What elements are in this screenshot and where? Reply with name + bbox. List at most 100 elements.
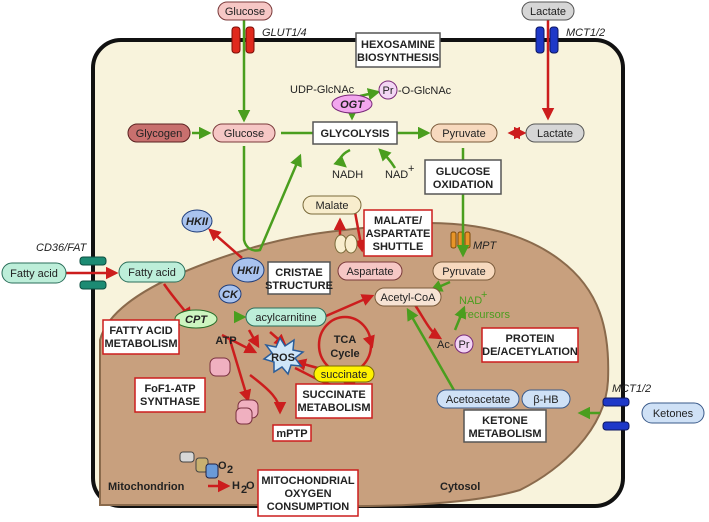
mpt-label: MPT bbox=[473, 240, 498, 252]
glycogen-node: Glycogen bbox=[127, 123, 191, 143]
malate-aspartate-box: MALATE/ ASPARTATE SHUTTLE bbox=[363, 209, 433, 257]
node-label: ASPARTATE bbox=[366, 228, 431, 240]
aspartate-node: Aspartate bbox=[337, 261, 403, 281]
node-label: Ac- bbox=[437, 339, 454, 351]
node-label: CRISTAE bbox=[275, 267, 322, 279]
node-label: Acetoacetate bbox=[446, 394, 510, 406]
lactate-node: Lactate bbox=[525, 123, 585, 143]
node-label: + bbox=[408, 163, 414, 175]
cpt-enzyme: CPT bbox=[174, 309, 218, 329]
mct-transporter-bottom bbox=[602, 397, 630, 431]
node-label: Glycogen bbox=[136, 128, 182, 140]
node-label: Pyruvate bbox=[442, 128, 485, 140]
malate-aspartate-carrier bbox=[334, 234, 358, 254]
succinate-node: succinate bbox=[313, 365, 375, 383]
node-label: 2 bbox=[227, 464, 233, 476]
node-label: NAD bbox=[459, 295, 482, 307]
node-label: KETONE bbox=[482, 415, 528, 427]
node-label: METABOLISM bbox=[468, 428, 541, 440]
node-label: Pr bbox=[383, 85, 394, 97]
node-label: succinate bbox=[321, 369, 367, 381]
node-label: ATP bbox=[215, 335, 236, 347]
electron-transport: O 2 H 2 O bbox=[179, 451, 255, 496]
acylcarnitine-node: acylcarnitine bbox=[245, 307, 327, 327]
succinate-metabolism-box: SUCCINATE METABOLISM bbox=[295, 383, 373, 419]
node-label: Fatty acid bbox=[128, 267, 176, 279]
cristae-box: CRISTAE STRUCTURE bbox=[265, 261, 333, 295]
node-label: O bbox=[218, 460, 227, 472]
ogt-enzyme: OGT bbox=[331, 94, 373, 114]
protein-acetylation-box: PROTEIN DE/ACETYLATION bbox=[481, 327, 579, 363]
glut-label: GLUT1/4 bbox=[262, 27, 307, 39]
external-lactate: Lactate bbox=[521, 1, 575, 21]
node-label: TCA bbox=[334, 334, 357, 346]
node-label: Lactate bbox=[530, 6, 566, 18]
external-fatty-acid: Fatty acid bbox=[1, 262, 67, 284]
node-label: -O-GlcNAc bbox=[398, 85, 452, 97]
mptp-pore: mPTP bbox=[235, 407, 312, 442]
glucose-oxidation-box: GLUCOSE OXIDATION bbox=[424, 159, 502, 195]
glucose-node: Glucose bbox=[212, 123, 276, 143]
node-label: 2 bbox=[241, 484, 247, 496]
ketone-metabolism-box: KETONE METABOLISM bbox=[463, 409, 547, 443]
node-label: Fatty acid bbox=[10, 268, 58, 280]
external-ketones: Ketones bbox=[641, 402, 705, 424]
hkii-cytosol-enzyme: HKII bbox=[181, 209, 213, 233]
node-label: CONSUMPTION bbox=[267, 501, 350, 513]
glycolysis-box: GLYCOLYSIS bbox=[312, 121, 398, 145]
node-label: OXYGEN bbox=[284, 488, 331, 500]
fatty-acid-metabolism-box: FATTY ACID METABOLISM bbox=[102, 319, 180, 355]
node-label: Aspartate bbox=[346, 266, 393, 278]
node-label: DE/ACETYLATION bbox=[482, 346, 578, 358]
node-label: FoF1-ATP bbox=[144, 383, 195, 395]
node-label: β-HB bbox=[533, 394, 558, 406]
node-label: mPTP bbox=[276, 428, 307, 440]
node-label: + bbox=[481, 289, 487, 301]
node-label: H bbox=[232, 480, 240, 492]
node-label: SUCCINATE bbox=[302, 389, 365, 401]
o-glcnac-protein: Pr -O-GlcNAc bbox=[378, 80, 452, 100]
node-label: Ketones bbox=[653, 408, 694, 420]
external-glucose: Glucose bbox=[217, 1, 273, 21]
node-label: O bbox=[246, 480, 255, 492]
ck-enzyme: CK bbox=[218, 284, 242, 304]
node-label: MITOCHONDRIAL bbox=[261, 475, 355, 487]
fof1-box: FoF1-ATP SYNTHASE bbox=[134, 377, 206, 413]
pyruvate-node: Pyruvate bbox=[430, 123, 498, 143]
tca-cycle: TCA Cycle bbox=[330, 334, 359, 360]
nad-plus-label: NAD + bbox=[385, 163, 414, 181]
node-label: Lactate bbox=[537, 128, 573, 140]
malate-node: Malate bbox=[302, 195, 362, 215]
fatty-acid-cytosol-node: Fatty acid bbox=[118, 261, 186, 283]
mitochondrion-label: Mitochondrion bbox=[108, 481, 185, 493]
node-label: OXIDATION bbox=[433, 179, 493, 191]
nad-precursors-label: NAD + precursors bbox=[458, 289, 510, 321]
node-label: MALATE/ bbox=[374, 215, 422, 227]
node-label: Glucose bbox=[225, 6, 265, 18]
cd36-transporter bbox=[79, 256, 107, 290]
acetylated-protein: Ac- Pr bbox=[437, 334, 474, 354]
nadh-label: NADH bbox=[332, 169, 363, 181]
node-label: Acetyl-CoA bbox=[380, 292, 436, 304]
node-label: SYNTHASE bbox=[140, 396, 200, 408]
node-label: HEXOSAMINE bbox=[361, 39, 435, 51]
node-label: HKII bbox=[237, 265, 260, 277]
mct-top-label: MCT1/2 bbox=[566, 27, 605, 39]
node-label: METABOLISM bbox=[104, 338, 177, 350]
cd36-label: CD36/FAT bbox=[36, 242, 88, 254]
ros-label: ROS bbox=[271, 352, 295, 364]
mct-bottom-label: MCT1/2 bbox=[612, 383, 651, 395]
node-label: GLUCOSE bbox=[436, 166, 490, 178]
udp-glcnac-label: UDP-GlcNAc bbox=[290, 84, 355, 96]
node-label: PROTEIN bbox=[506, 333, 555, 345]
node-label: acylcarnitine bbox=[255, 312, 316, 324]
node-label: CPT bbox=[185, 314, 208, 326]
node-label: OGT bbox=[340, 99, 365, 111]
node-label: Pr bbox=[459, 339, 470, 351]
hkii-mito-enzyme: HKII bbox=[231, 257, 265, 283]
node-label: CK bbox=[222, 289, 239, 301]
node-label: precursors bbox=[458, 309, 510, 321]
mpt-transporter bbox=[450, 231, 471, 249]
node-label: HKII bbox=[186, 216, 209, 228]
node-label: FATTY ACID bbox=[109, 325, 172, 337]
